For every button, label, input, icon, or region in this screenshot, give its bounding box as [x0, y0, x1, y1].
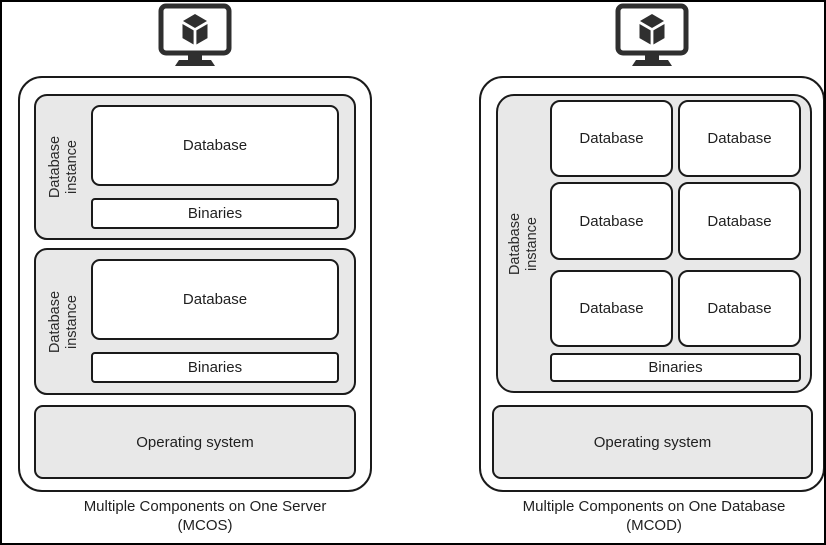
operating-system-box: Operating system [34, 405, 356, 479]
database-box: Database [91, 259, 339, 340]
caption-line: (MCOS) [177, 517, 233, 534]
caption-line: Multiple Components on One Database [522, 498, 786, 515]
monitor-icon [615, 3, 689, 66]
database-instance-label: Database instance [498, 96, 550, 391]
label-line: Database [46, 290, 63, 353]
label-line: Database [46, 135, 63, 199]
binaries-box: Binaries [550, 353, 801, 382]
caption-line: (MCOD) [626, 517, 682, 534]
database-box: Database [678, 100, 801, 177]
monitor-icon [158, 3, 232, 66]
database-instance-label: Database instance [36, 250, 91, 393]
label-line: instance [63, 294, 80, 349]
operating-system-box: Operating system [492, 405, 813, 479]
caption-line: Multiple Components on One Server [83, 498, 327, 515]
database-box: Database [550, 100, 673, 177]
database-box: Database [550, 182, 673, 260]
cube-icon [182, 14, 208, 45]
label-line: instance [524, 216, 540, 271]
database-instance-box: Database instance Database Binaries [34, 248, 356, 395]
mcod-server-container: Database instance Database Database Data… [479, 76, 824, 492]
database-box: Database [550, 270, 673, 347]
binaries-box: Binaries [91, 352, 339, 383]
mcos-server-container: Database instance Database Binaries Data… [18, 76, 372, 492]
database-box: Database [678, 270, 801, 347]
database-box: Database [91, 105, 339, 186]
database-instance-label: Database instance [36, 96, 91, 238]
label-line: instance [63, 139, 80, 195]
database-box: Database [678, 182, 801, 260]
cube-icon [639, 14, 665, 45]
mcos-caption: Multiple Components on One Server (MCOS) [18, 497, 392, 535]
database-instance-box: Database instance Database Binaries [34, 94, 356, 240]
mcod-caption: Multiple Components on One Database (MCO… [481, 497, 824, 535]
database-instance-box: Database instance Database Database Data… [496, 94, 812, 393]
label-line: Database [507, 212, 523, 275]
binaries-box: Binaries [91, 198, 339, 229]
